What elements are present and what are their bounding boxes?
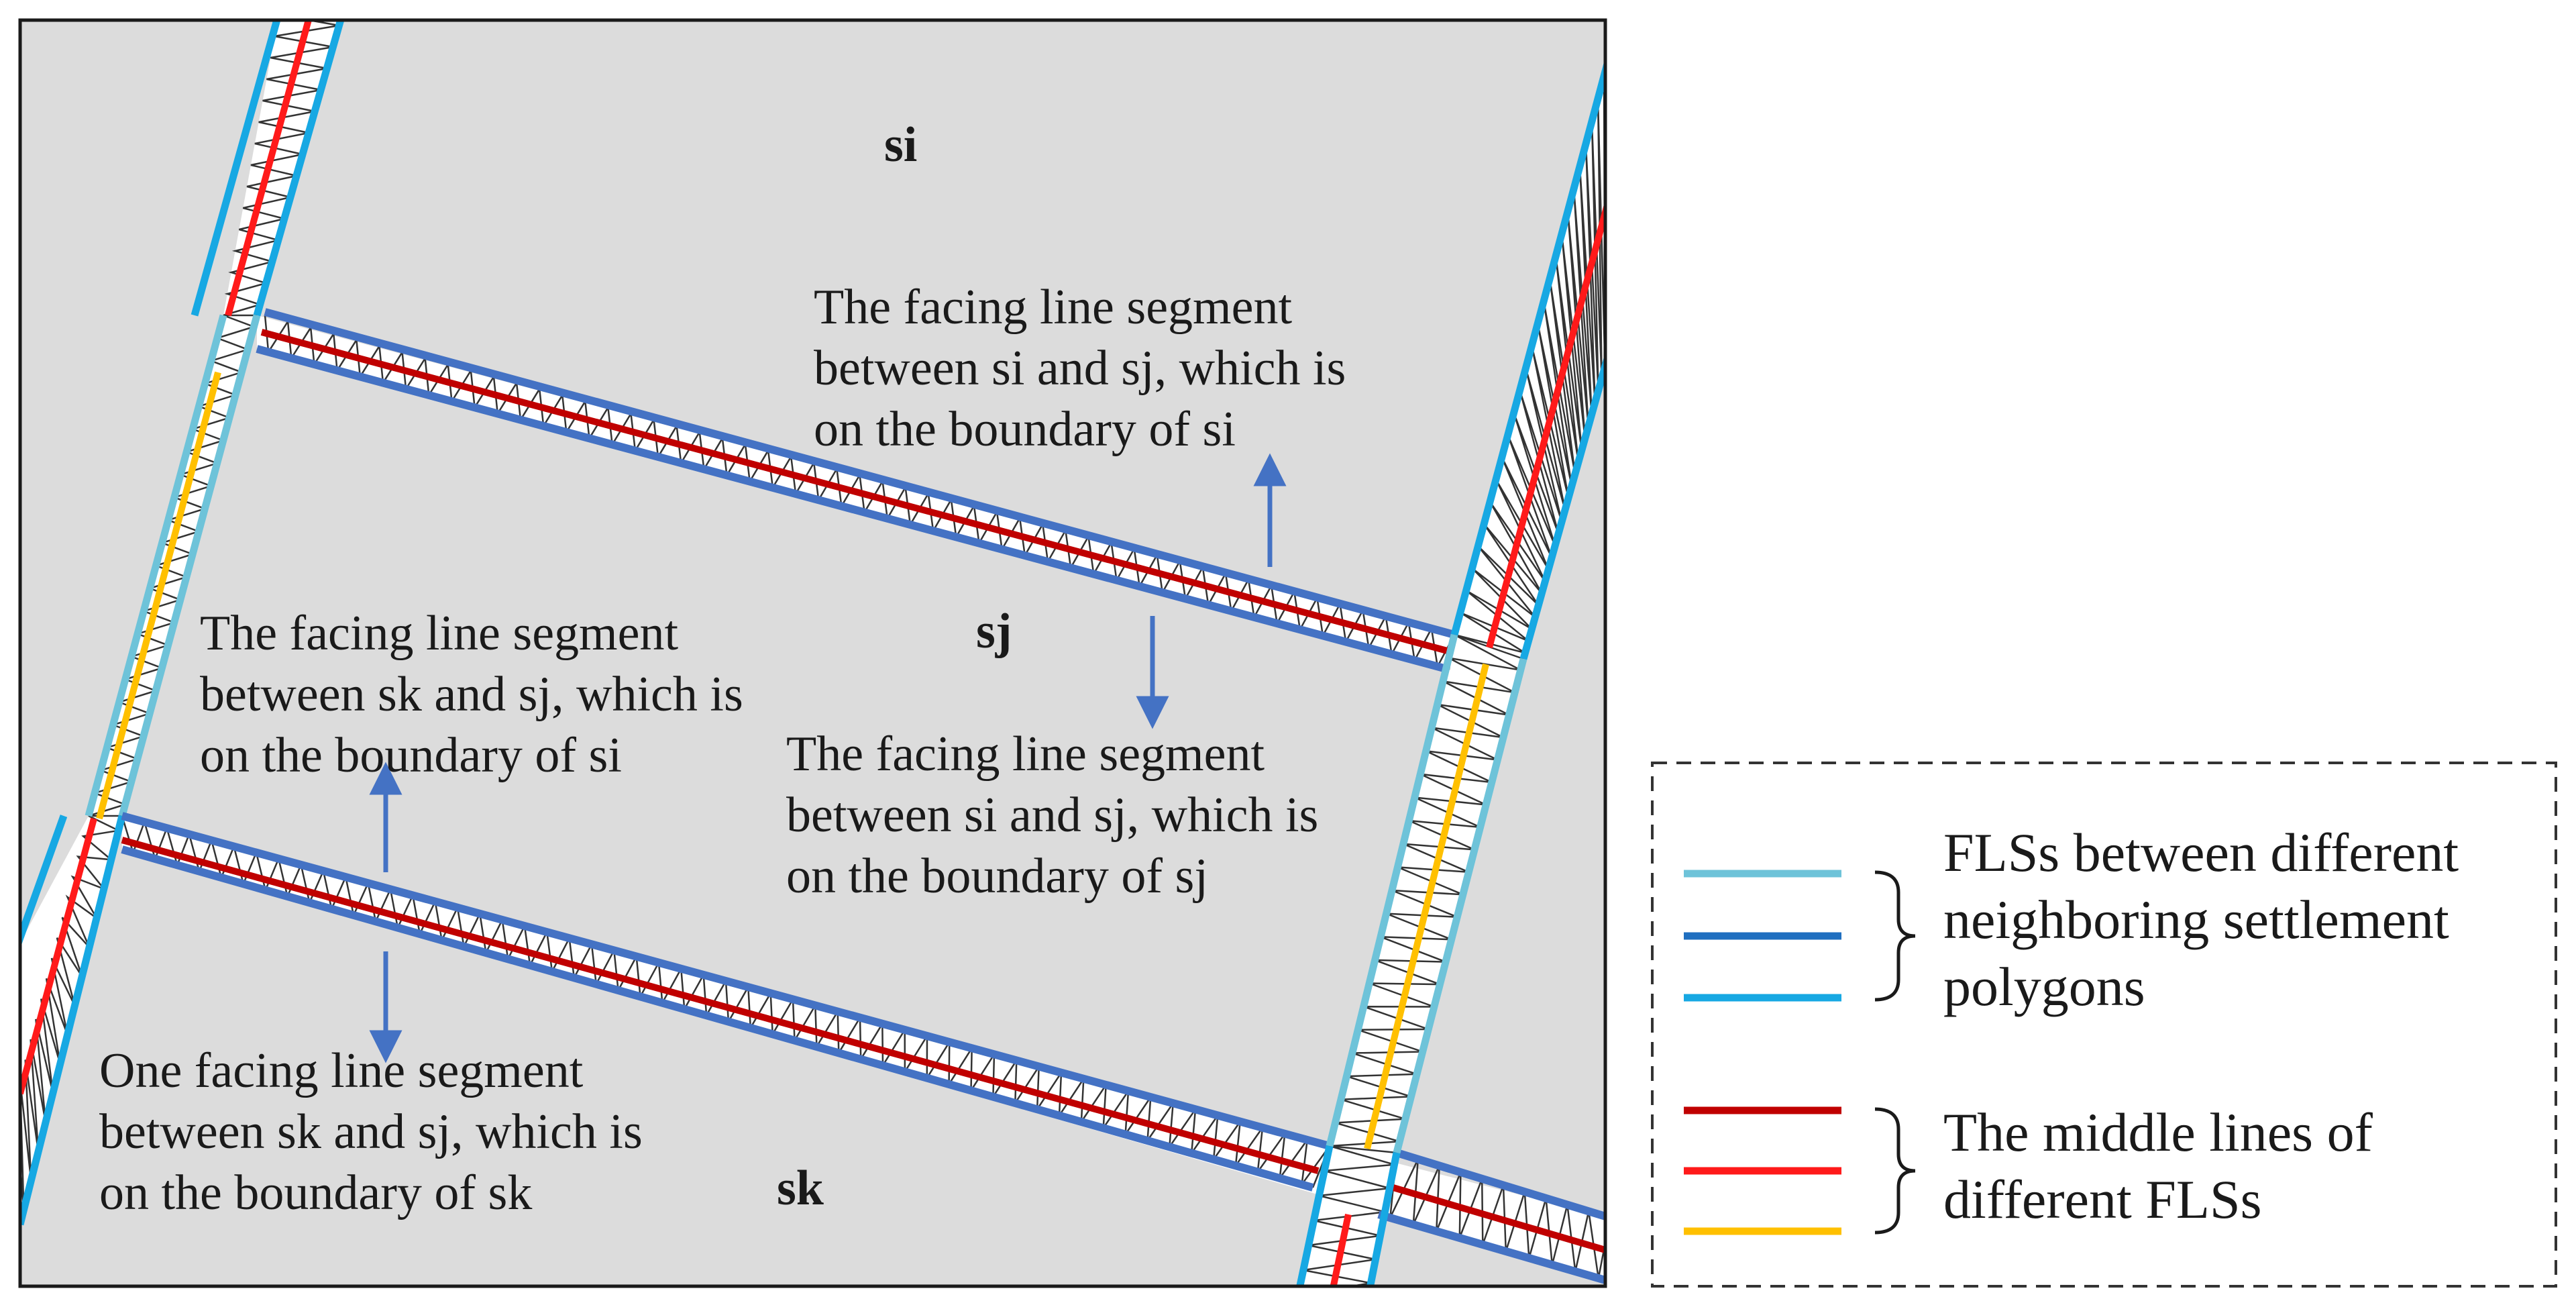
fls-left-mid-lightcyan-outer [85,314,227,817]
region-label-sj: sj [976,604,1012,659]
annotation-line: on the boundary of si [200,728,622,783]
triangulation-hatch [88,314,257,817]
middle-line-top [260,329,1454,656]
annotation-line: on the boundary of sk [99,1165,532,1220]
fls-right-top-cyan-inner [1519,352,1605,660]
middle-line-bottom [121,837,1320,1174]
fls-bottom-lower-blue [121,845,1314,1192]
annotation-line: between si and sj, which is [814,341,1346,396]
annotation-line: The facing line segment [814,280,1292,335]
annotation-line: between si and sj, which is [786,788,1318,843]
annotation-line: One facing line segment [99,1043,584,1098]
annotation-line: between sk and sj, which is [200,667,743,722]
legend-brace-2 [1874,1107,1916,1235]
legend-line: neighboring settlement [1943,889,2449,950]
fls-left-bottom-cyan-inner [20,815,126,1226]
legend-line: FLSs between different [1943,822,2459,883]
map-frame [18,18,1607,1288]
annotation-si-sj-on-si: The facing line segment between si and s… [814,280,1358,457]
legend-line: different FLSs [1943,1169,2262,1230]
fls-top-lower-blue [256,345,1450,674]
middle-line-right-top [1486,199,1605,649]
annotation-si-sj-on-sj: The facing line segment between si and s… [786,727,1331,904]
annotation-line: The facing line segment [786,727,1265,782]
fls-top-upper-blue [264,308,1456,639]
fls-right-bottom-blue-outer [1296,1145,1334,1286]
fls-left-bottom-cyan-outer [20,815,68,949]
legend-label-fls: FLSs between different neighboring settl… [1943,822,2473,1017]
fls-right-bottom-blue-inner [1366,1151,1401,1286]
middle-line-left-mid [96,371,221,820]
region-label-si: si [884,117,917,172]
fls-left-top-cyan-inner [253,20,345,317]
middle-line-left-bottom [20,817,97,1095]
annotation-line: on the boundary of sj [786,849,1208,904]
annotation-line: on the boundary of si [814,402,1236,457]
middle-line-left-top [225,20,313,317]
legend-line: polygons [1943,956,2145,1017]
annotation-sk-sj-on-sk: One facing line segment between sk and s… [99,1043,655,1220]
fls-right-mid-lightcyan-outer [1326,633,1458,1147]
fls-bottom-right-upper-blue [1395,1149,1605,1221]
annotation-sk-sj-on-si: The facing line segment between sk and s… [200,606,755,783]
middle-line-bottom-right [1387,1183,1605,1254]
middle-line-right-mid [1364,663,1489,1150]
fls-bottom-right-lower-blue [1377,1210,1605,1285]
fls-left-top-cyan-outer [191,20,281,317]
fls-bottom-upper-blue [121,812,1331,1150]
annotation-line: between sk and sj, which is [99,1104,643,1159]
legend: FLSs between different neighboring settl… [1651,762,2557,1288]
legend-label-middle-lines: The middle lines of different FLSs [1943,1102,2386,1230]
legend-frame [1651,762,2557,1288]
legend-line: The middle lines of [1943,1102,2373,1163]
triangulation-hatch [121,815,1331,1188]
region-label-sk: sk [777,1161,824,1216]
fls-right-mid-lightcyan-inner [1393,658,1527,1154]
annotation-line: The facing line segment [200,606,678,661]
middle-line-right-bottom [1330,1213,1352,1286]
corridor-left-top [223,20,341,315]
fls-left-mid-lightcyan-inner [118,314,261,817]
legend-brace-1 [1874,870,1916,1002]
fls-right-top-cyan-outer [1450,56,1605,636]
